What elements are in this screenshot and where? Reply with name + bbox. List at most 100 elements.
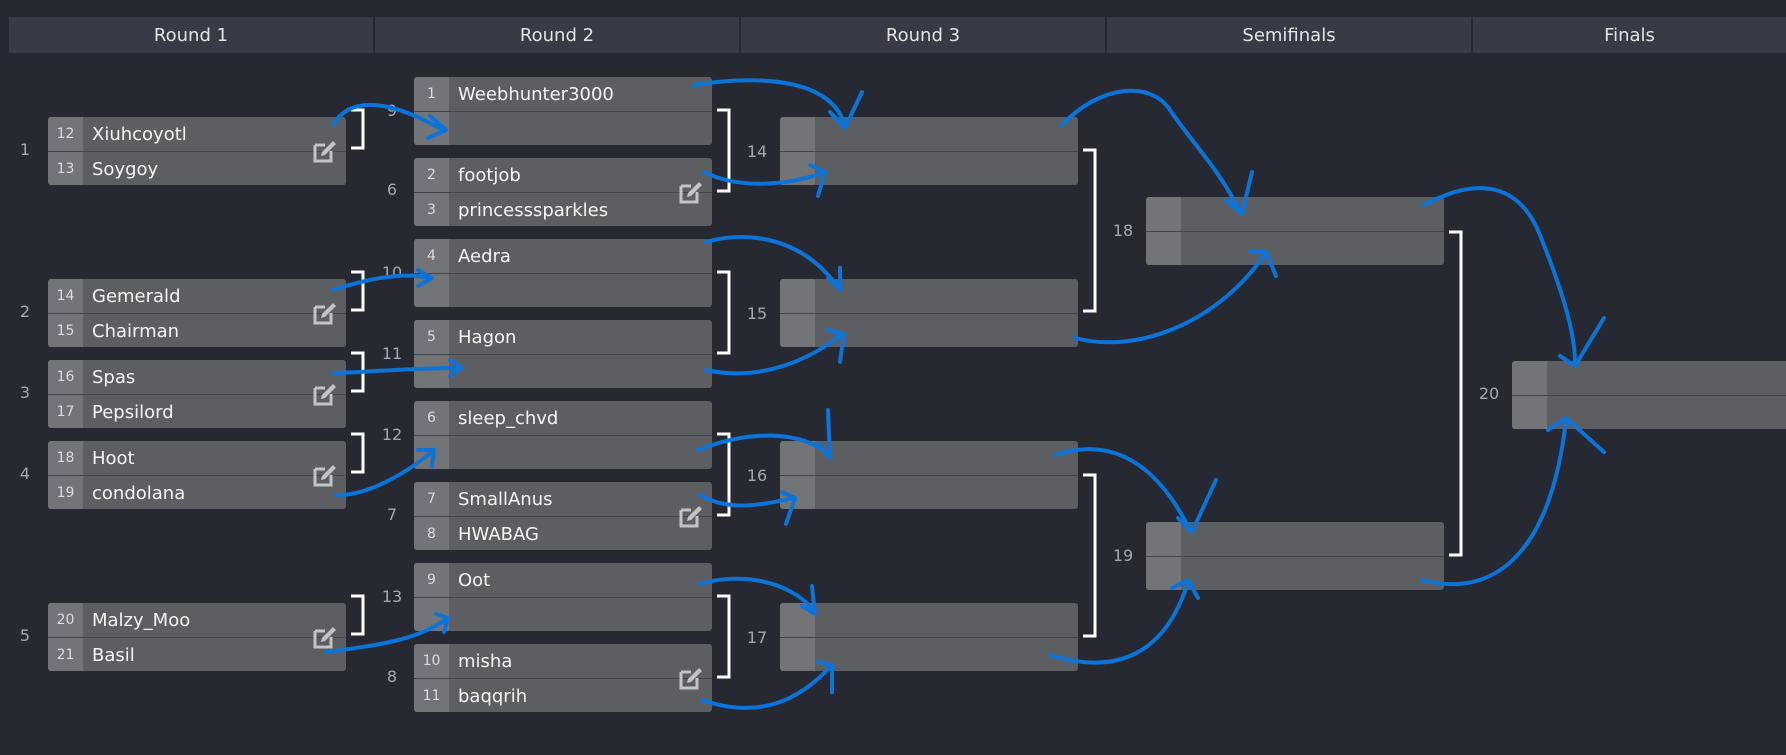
match-card-19[interactable]	[1146, 522, 1444, 590]
player-name: Basil	[92, 644, 135, 666]
player-slot-empty[interactable]	[780, 313, 1078, 347]
player-slot-empty[interactable]	[1146, 556, 1444, 590]
player-slot-empty[interactable]	[1512, 361, 1786, 395]
edit-icon[interactable]	[310, 622, 340, 652]
player-slot-empty[interactable]	[414, 354, 712, 388]
edit-icon[interactable]	[310, 460, 340, 490]
player-name: Pepsilord	[92, 401, 174, 423]
match-number: 18	[1112, 221, 1134, 240]
seed-badge	[1512, 396, 1547, 429]
seed-badge: 19	[48, 476, 83, 509]
match-card-20[interactable]	[1512, 361, 1786, 429]
match-card-15[interactable]	[780, 279, 1078, 347]
match-number: 13	[381, 587, 403, 606]
match-card-17[interactable]	[780, 603, 1078, 671]
player-slot-empty[interactable]	[414, 597, 712, 631]
round-header-3: Round 3	[741, 17, 1105, 53]
seed-badge	[1512, 361, 1547, 395]
player-slot-empty[interactable]	[780, 117, 1078, 151]
player-slot[interactable]: 12 Xiuhcoyotl	[48, 117, 346, 151]
player-slot-empty[interactable]	[780, 603, 1078, 637]
seed-badge: 12	[48, 117, 83, 151]
seed-badge	[1146, 522, 1181, 556]
edit-icon[interactable]	[310, 298, 340, 328]
match-number: 12	[381, 425, 403, 444]
player-slot-empty[interactable]	[780, 637, 1078, 671]
player-slot-empty[interactable]	[1512, 395, 1786, 429]
player-slot-empty[interactable]	[414, 435, 712, 469]
seed-badge: 15	[48, 314, 83, 347]
match-card-14[interactable]	[780, 117, 1078, 185]
player-name: Aedra	[458, 245, 511, 267]
edit-icon[interactable]	[676, 663, 706, 693]
match-number: 9	[386, 101, 398, 120]
edit-icon[interactable]	[310, 379, 340, 409]
player-slot-empty[interactable]	[1146, 231, 1444, 265]
round-header-1: Round 1	[9, 17, 373, 53]
player-name: misha	[458, 650, 513, 672]
match-number: 19	[1112, 546, 1134, 565]
seed-badge	[414, 274, 449, 307]
seed-badge: 10	[414, 644, 449, 678]
seed-badge: 16	[48, 360, 83, 394]
player-slot-empty[interactable]	[1146, 522, 1444, 556]
match-number: 2	[19, 302, 31, 321]
player-slot-empty[interactable]	[1146, 197, 1444, 231]
player-name: Xiuhcoyotl	[92, 123, 187, 145]
round-header-2: Round 2	[375, 17, 739, 53]
player-slot-empty[interactable]	[414, 273, 712, 307]
edit-icon[interactable]	[310, 136, 340, 166]
player-slot-empty[interactable]	[780, 279, 1078, 313]
player-name: SmallAnus	[458, 488, 553, 510]
player-slot[interactable]: 10 misha	[414, 644, 712, 678]
player-slot[interactable]: 7 SmallAnus	[414, 482, 712, 516]
seed-badge	[780, 279, 815, 313]
player-slot-empty[interactable]	[414, 111, 712, 145]
player-name: Malzy_Moo	[92, 609, 191, 631]
seed-badge	[414, 112, 449, 145]
edit-icon[interactable]	[676, 501, 706, 531]
edit-icon[interactable]	[676, 177, 706, 207]
seed-badge: 9	[414, 563, 449, 597]
player-slot-empty[interactable]	[780, 441, 1078, 475]
match-number: 10	[381, 263, 403, 282]
player-slot-empty[interactable]	[780, 475, 1078, 509]
seed-badge	[780, 441, 815, 475]
match-number: 11	[381, 344, 403, 363]
player-slot-empty[interactable]	[780, 151, 1078, 185]
match-card-16[interactable]	[780, 441, 1078, 509]
seed-badge: 7	[414, 482, 449, 516]
match-card-18[interactable]	[1146, 197, 1444, 265]
